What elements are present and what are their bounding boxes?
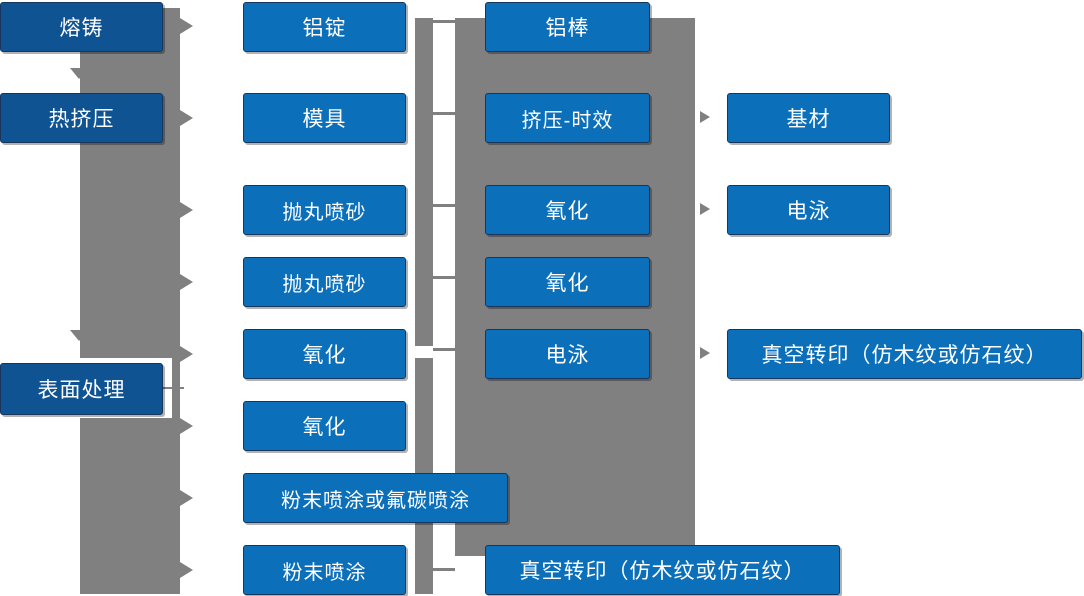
- process-box-powder-coating[interactable]: 粉末喷涂: [243, 545, 406, 595]
- output-box-electrophoresis[interactable]: 电泳: [727, 185, 890, 235]
- process1-to-process2-band: [415, 18, 433, 346]
- output-arrow-3: [700, 347, 710, 359]
- band-arrow-4: [180, 274, 193, 290]
- output-arrow-1: [700, 111, 710, 123]
- process-box-shot-blasting-1[interactable]: 抛丸喷砂: [243, 185, 406, 235]
- band-arrow-8: [180, 562, 193, 578]
- stage-box-hot-extrusion[interactable]: 热挤压: [0, 93, 163, 143]
- output-arrow-2: [700, 203, 710, 215]
- tick-3: [433, 204, 455, 207]
- process-box-powder-or-fluorocarbon[interactable]: 粉末喷涂或氟碳喷涂: [243, 473, 508, 523]
- band-arrow-3: [180, 202, 193, 218]
- process-box-extrusion-aging[interactable]: 挤压-时效: [485, 93, 650, 143]
- band-arrow-1: [180, 18, 193, 34]
- process-box-aluminum-ingot[interactable]: 铝锭: [243, 2, 406, 52]
- stage-down-arrow-2: [70, 330, 88, 341]
- process-box-vacuum-transfer-1[interactable]: 真空转印（仿木纹或仿石纹）: [485, 545, 840, 595]
- tick-2: [433, 112, 455, 115]
- tick-1: [433, 20, 455, 23]
- process-box-mould[interactable]: 模具: [243, 93, 406, 143]
- tick-4: [433, 276, 455, 279]
- process-box-electrophoresis-1[interactable]: 电泳: [485, 329, 650, 379]
- band-arrow-6: [180, 418, 193, 434]
- band-lower-continuation: [80, 418, 180, 594]
- stage-down-arrow-1: [70, 68, 88, 79]
- output-box-vacuum-transfer[interactable]: 真空转印（仿木纹或仿石纹）: [727, 329, 1082, 379]
- band-arrow-7: [180, 490, 193, 506]
- process-box-oxidation-2[interactable]: 氧化: [243, 401, 406, 451]
- tick-5: [433, 348, 455, 351]
- band-arrow-5: [180, 346, 193, 362]
- process-box-shot-blasting-2[interactable]: 抛丸喷砂: [243, 257, 406, 307]
- tick-6: [433, 568, 455, 571]
- band-arrow-2: [180, 110, 193, 126]
- output-box-base-material[interactable]: 基材: [727, 93, 890, 143]
- process-box-aluminum-bar[interactable]: 铝棒: [485, 2, 650, 52]
- process-box-oxidation-3[interactable]: 氧化: [485, 185, 650, 235]
- stage-box-surface-treatment[interactable]: 表面处理: [0, 363, 163, 415]
- surface-treatment-connector: [160, 387, 184, 389]
- stage-box-melt-cast[interactable]: 熔铸: [0, 2, 163, 52]
- process-box-oxidation-4[interactable]: 氧化: [485, 257, 650, 307]
- process-box-oxidation-1[interactable]: 氧化: [243, 329, 406, 379]
